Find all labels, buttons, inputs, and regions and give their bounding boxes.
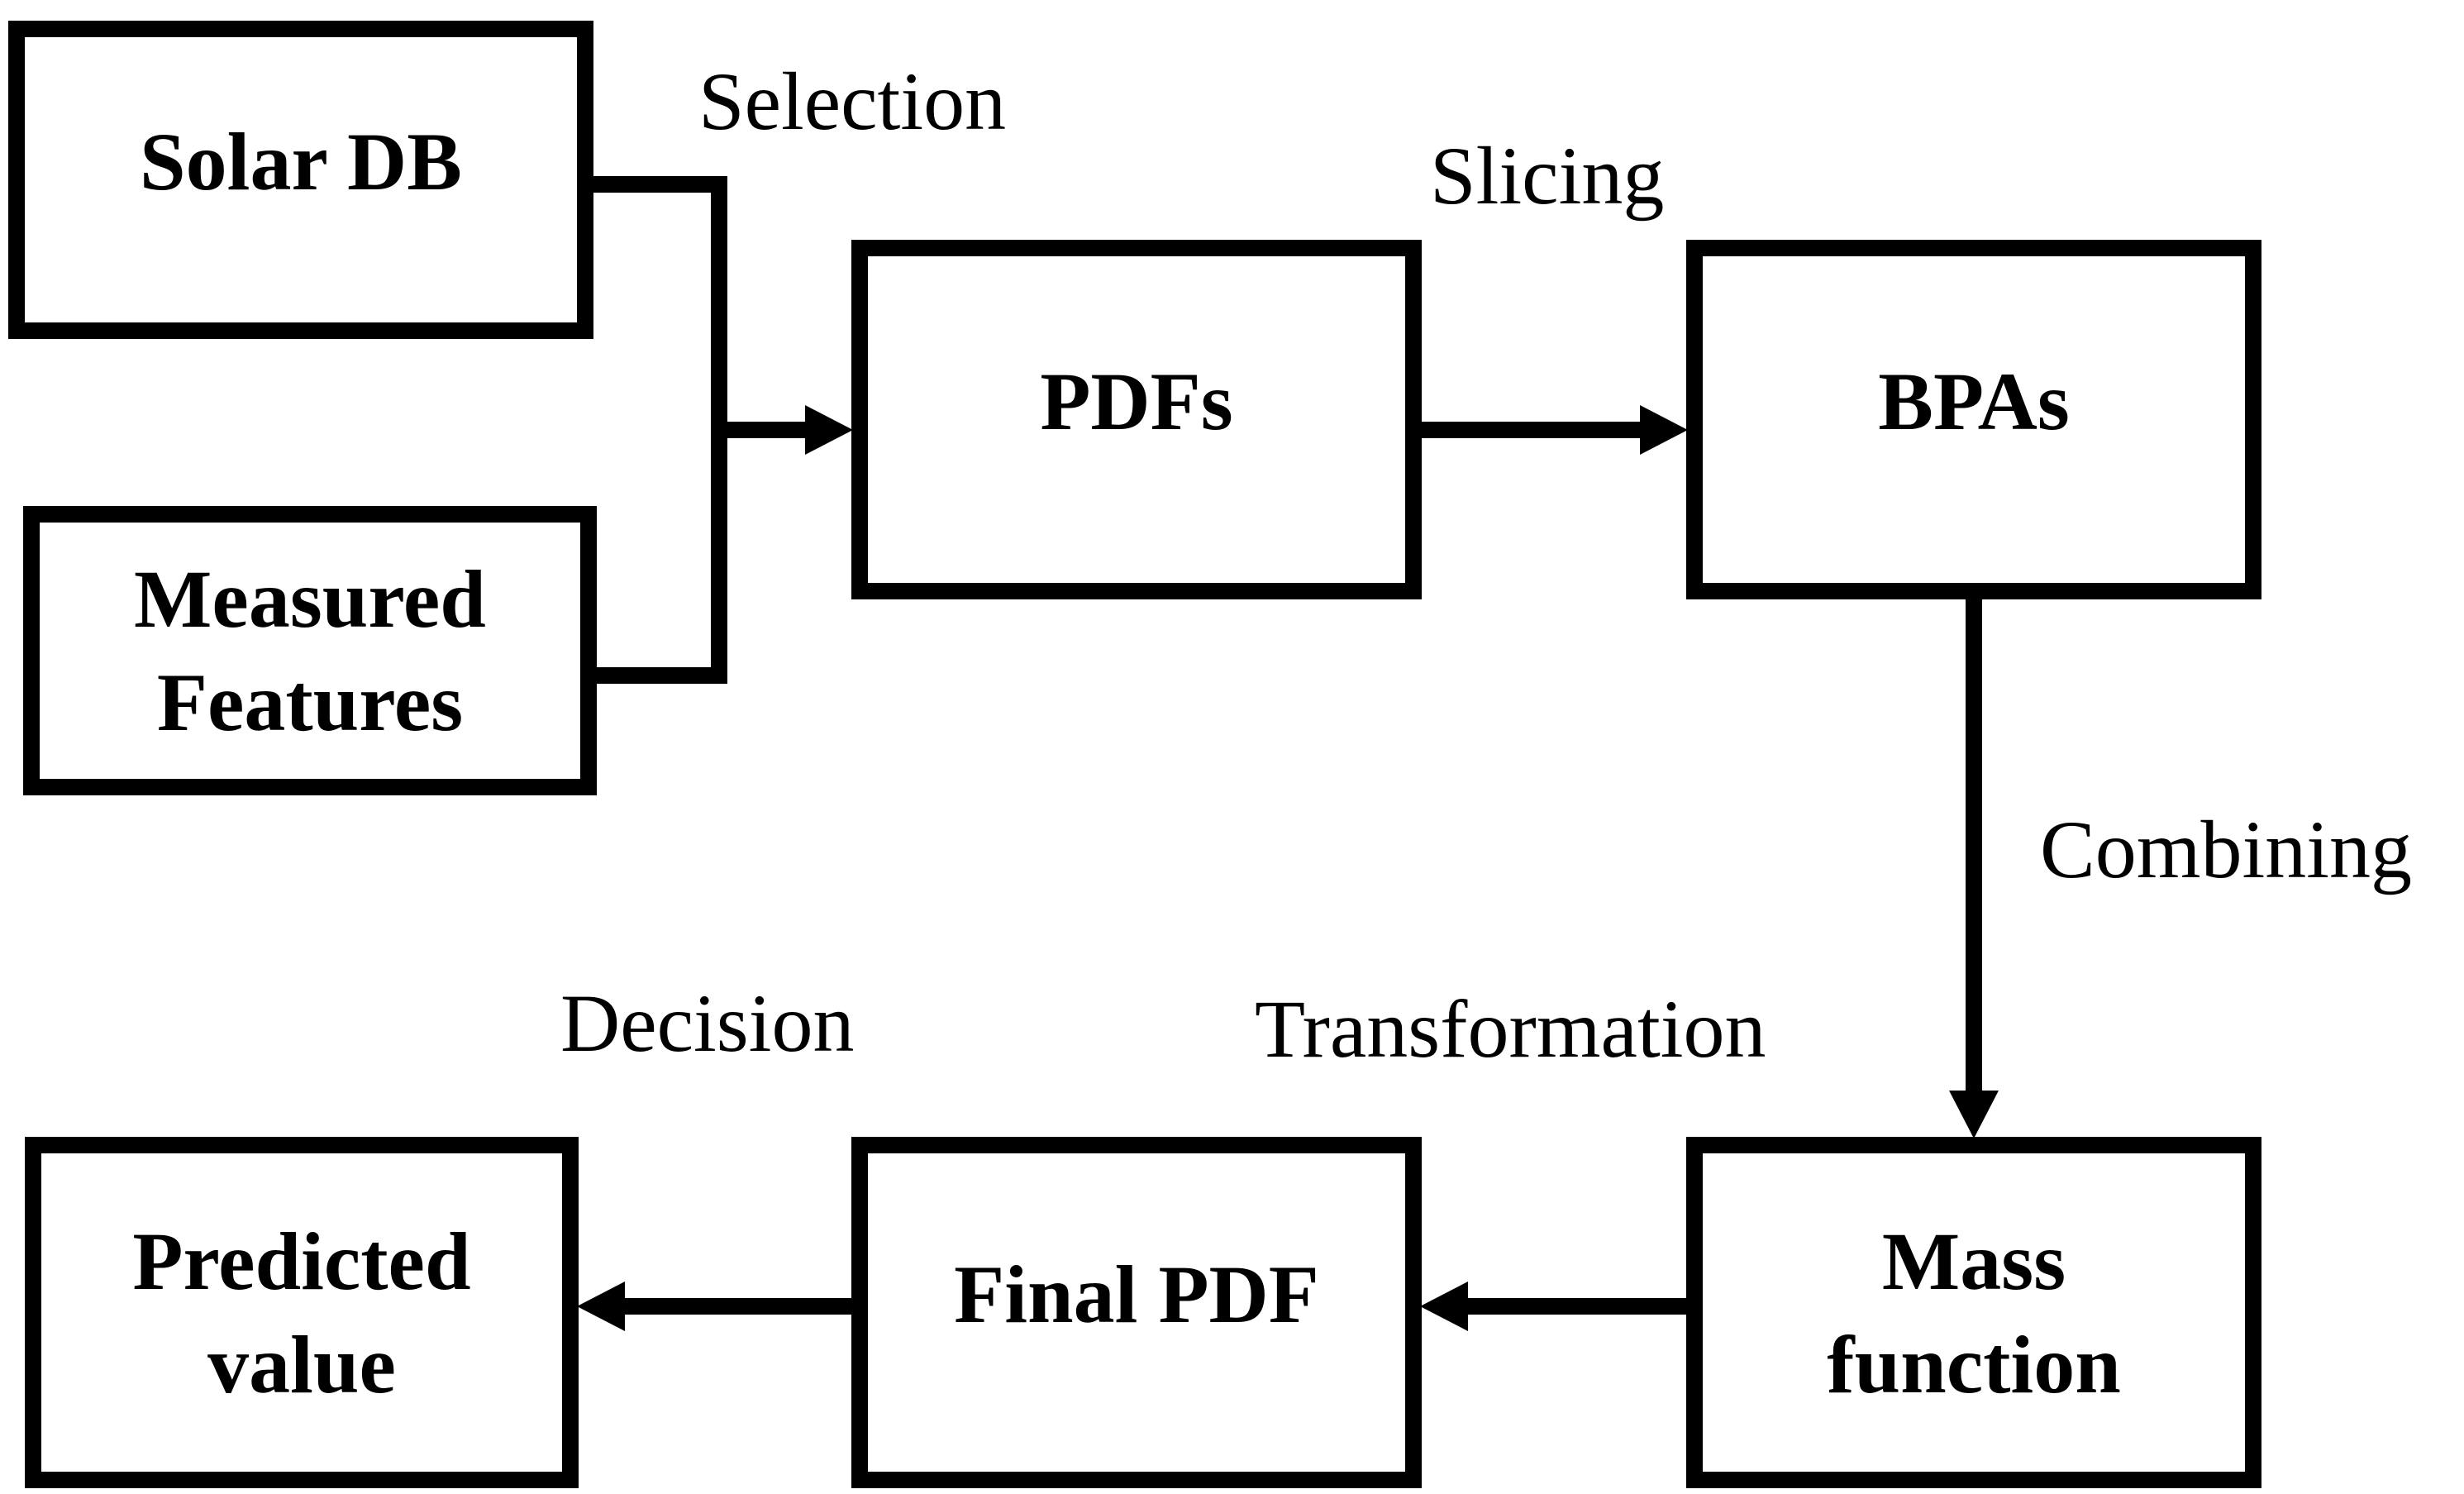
box-solar-db-label: Solar DB (140, 116, 462, 208)
edge-label-decision: Decision (560, 977, 855, 1069)
box-final-pdf: Final PDF (851, 1137, 1422, 1488)
connector-solar-db-out (579, 176, 727, 193)
edge-label-transformation: Transformation (1255, 983, 1766, 1075)
arrowhead-junction-to-pdfs (805, 405, 853, 455)
arrow-shaft-mass-function-to-final-pdf (1467, 1298, 1688, 1315)
box-pdfs-label: PDFs (1040, 356, 1233, 447)
arrowhead-mass-function-to-final-pdf (1420, 1282, 1468, 1331)
box-bpas-label: BPAs (1878, 356, 2070, 447)
box-mass-function-label-line2: function (1827, 1318, 2121, 1410)
box-final-pdf-label: Final PDF (954, 1248, 1319, 1340)
edge-label-slicing: Slicing (1430, 130, 1665, 222)
box-predicted-value-label-line1: Predicted (132, 1215, 471, 1307)
box-measured-features-label-line1: Measured (134, 553, 486, 645)
box-predicted-value: Predicted value (25, 1137, 579, 1488)
arrow-shaft-final-pdf-to-predicted-value (624, 1298, 853, 1315)
box-pdfs: PDFs (851, 240, 1422, 599)
arrow-shaft-pdfs-to-bpas (1420, 422, 1645, 438)
edge-label-combining: Combining (2040, 804, 2413, 895)
arrow-shaft-bpas-to-mass-function (1966, 598, 1982, 1091)
box-measured-features: Measured Features (23, 506, 597, 795)
connector-measured-features-out (582, 667, 727, 684)
box-mass-function-label-line1: Mass (1881, 1215, 2066, 1307)
arrowhead-bpas-to-mass-function (1949, 1091, 1999, 1138)
edge-label-selection: Selection (698, 55, 1007, 147)
box-measured-features-label-line2: Features (156, 656, 464, 748)
box-mass-function: Mass function (1686, 1137, 2261, 1488)
box-predicted-value-label-line2: value (207, 1318, 396, 1410)
box-solar-db: Solar DB (8, 21, 593, 339)
arrowhead-pdfs-to-bpas (1640, 405, 1688, 455)
arrow-shaft-junction-to-pdfs (711, 422, 810, 438)
arrowhead-final-pdf-to-predicted-value (577, 1282, 625, 1331)
box-bpas: BPAs (1686, 240, 2261, 599)
